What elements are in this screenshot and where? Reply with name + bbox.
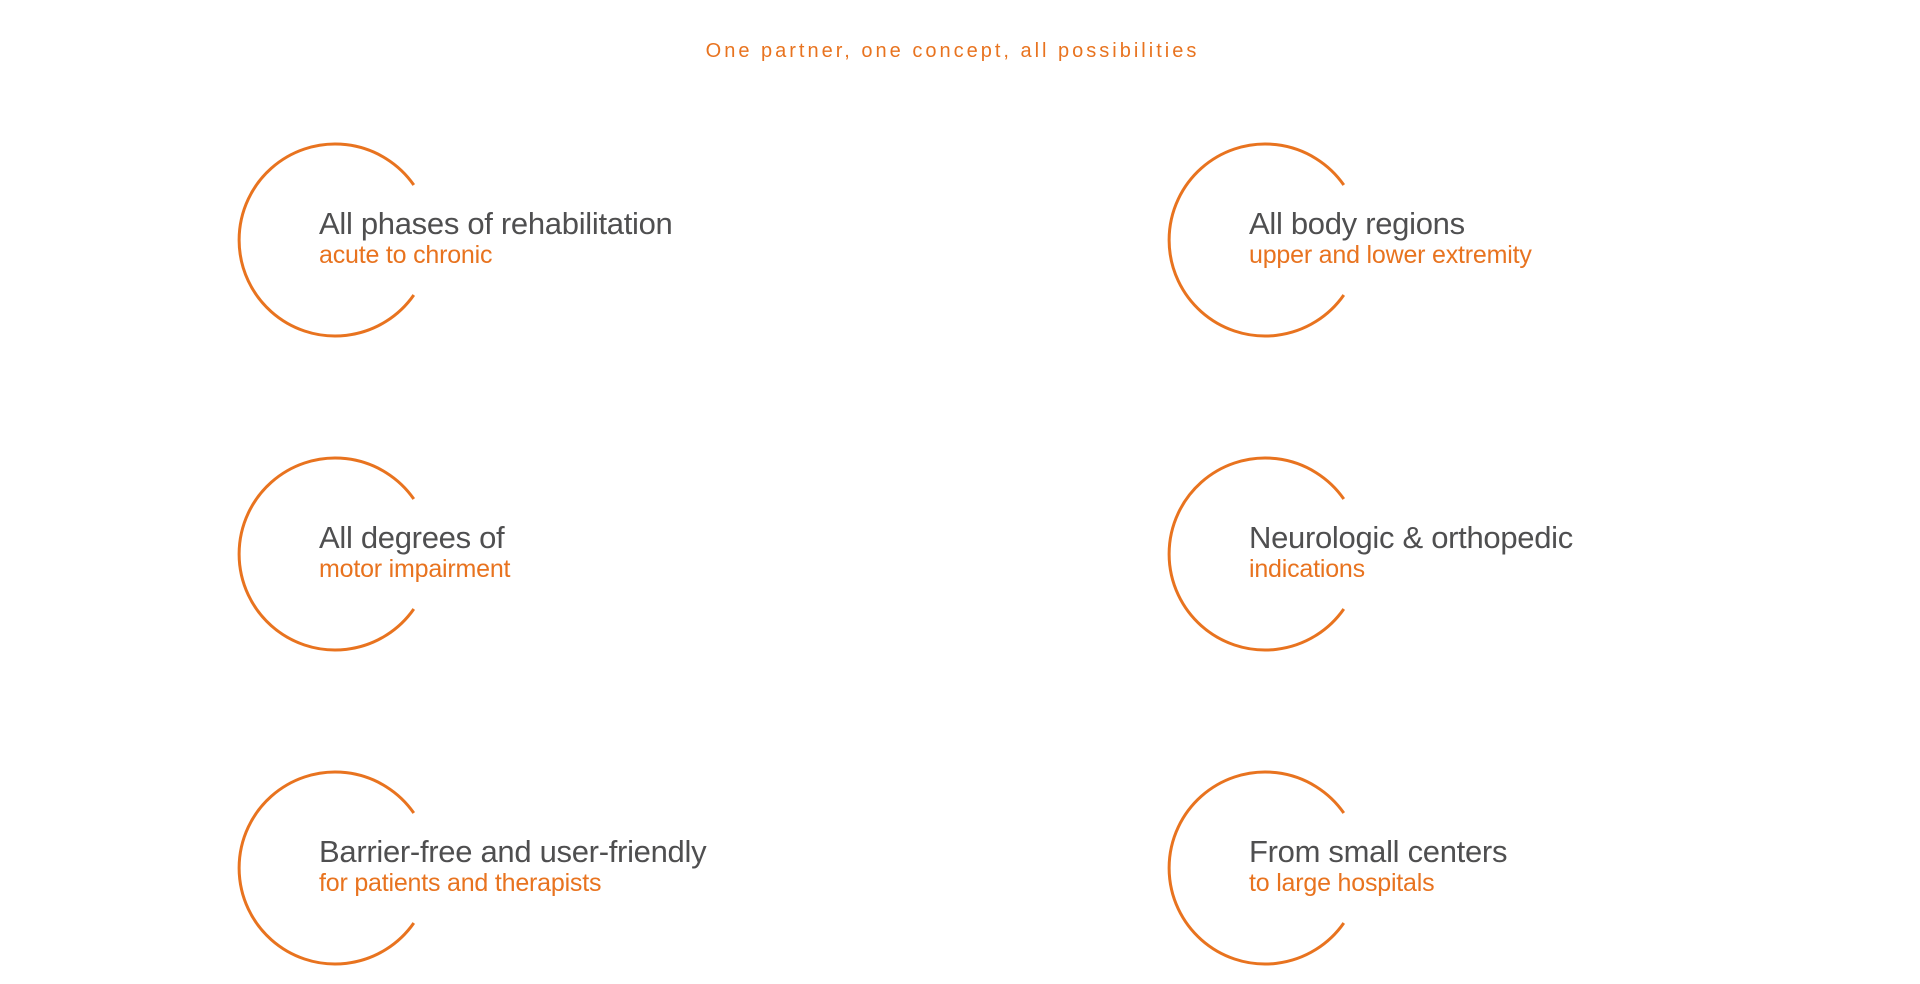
feature-title: All phases of rehabilitation — [319, 206, 673, 241]
feature-text: Neurologic & orthopedic indications — [1249, 522, 1573, 584]
feature-subtitle: to large hospitals — [1249, 869, 1435, 897]
open-circle-icon — [1167, 770, 1346, 966]
open-circle-icon — [237, 456, 416, 652]
feature-text: All phases of rehabilitation acute to ch… — [319, 208, 673, 270]
feature-subtitle: acute to chronic — [319, 241, 493, 269]
feature-subtitle: indications — [1249, 555, 1365, 583]
feature-card-motor-impairment: All degrees of motor impairment — [235, 454, 835, 654]
feature-card-center-size: From small centers to large hospitals — [1165, 768, 1765, 968]
feature-text: All body regions upper and lower extremi… — [1249, 208, 1532, 270]
feature-card-rehabilitation-phases: All phases of rehabilitation acute to ch… — [235, 140, 835, 340]
feature-title: Neurologic & orthopedic — [1249, 520, 1573, 555]
feature-title: From small centers — [1249, 834, 1508, 869]
feature-text: From small centers to large hospitals — [1249, 836, 1507, 898]
feature-subtitle: upper and lower extremity — [1249, 241, 1532, 269]
open-circle-icon — [237, 770, 416, 966]
feature-subtitle: for patients and therapists — [319, 869, 602, 897]
section-tagline: One partner, one concept, all possibilit… — [705, 40, 1200, 62]
feature-title: Barrier-free and user-friendly — [319, 834, 707, 869]
feature-subtitle: motor impairment — [319, 555, 511, 583]
feature-card-indications: Neurologic & orthopedic indications — [1165, 454, 1765, 654]
feature-title: All body regions — [1249, 206, 1465, 241]
open-circle-icon — [1167, 456, 1346, 652]
feature-card-body-regions: All body regions upper and lower extremi… — [1165, 140, 1765, 340]
feature-title: All degrees of — [319, 520, 505, 555]
feature-text: Barrier-free and user-friendly for patie… — [319, 834, 707, 898]
feature-card-barrier-free: Barrier-free and user-friendly for patie… — [235, 768, 835, 968]
open-circle-icon — [1167, 142, 1346, 338]
feature-text: All degrees of motor impairment — [319, 522, 510, 584]
open-circle-icon — [237, 142, 416, 338]
